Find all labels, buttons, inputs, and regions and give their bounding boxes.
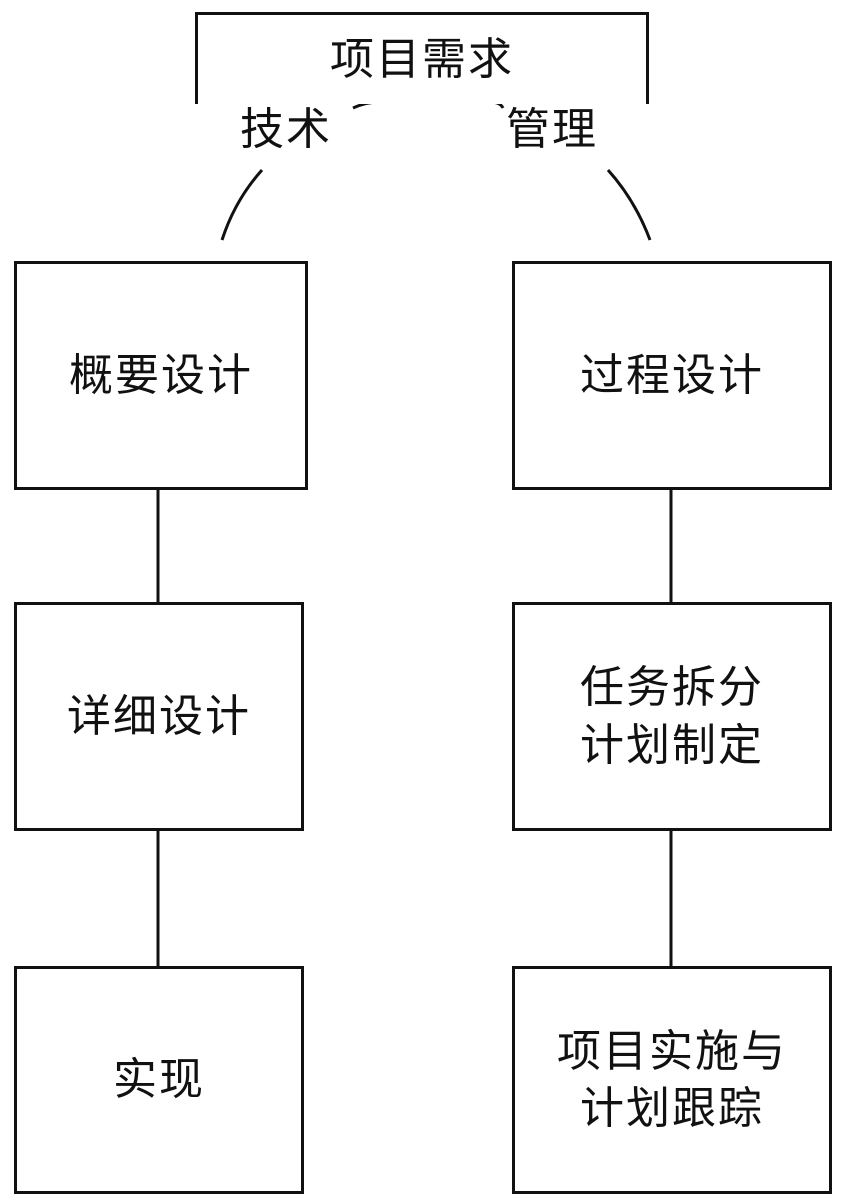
node-label: 过程设计: [580, 349, 764, 401]
node-detailed-design: 详细设计: [14, 602, 304, 831]
node-implementation-tracking: 项目实施与 计划跟踪: [512, 966, 832, 1194]
node-implementation: 实现: [14, 966, 304, 1194]
branch-arc-right: [606, 168, 652, 241]
node-label-line-1: 任务拆分: [580, 662, 764, 714]
node-label: 详细设计: [67, 690, 251, 742]
node-task-breakdown-planning: 任务拆分 计划制定: [512, 602, 832, 831]
branch-label-technical: 技术: [238, 104, 334, 155]
node-project-requirements: 项目需求: [195, 12, 649, 104]
node-label: 项目需求: [330, 33, 514, 85]
node-label-line-2: 计划制定: [580, 719, 764, 771]
node-process-design: 过程设计: [512, 261, 832, 490]
node-outline-design: 概要设计: [14, 261, 308, 490]
branch-label-management: 管理: [504, 104, 600, 155]
node-label-line-1: 项目实施与: [557, 1025, 787, 1077]
branch-arc-left: [220, 168, 264, 241]
node-label-line-2: 计划跟踪: [580, 1083, 764, 1134]
node-label: 概要设计: [69, 349, 253, 401]
node-label: 实现: [113, 1054, 205, 1106]
